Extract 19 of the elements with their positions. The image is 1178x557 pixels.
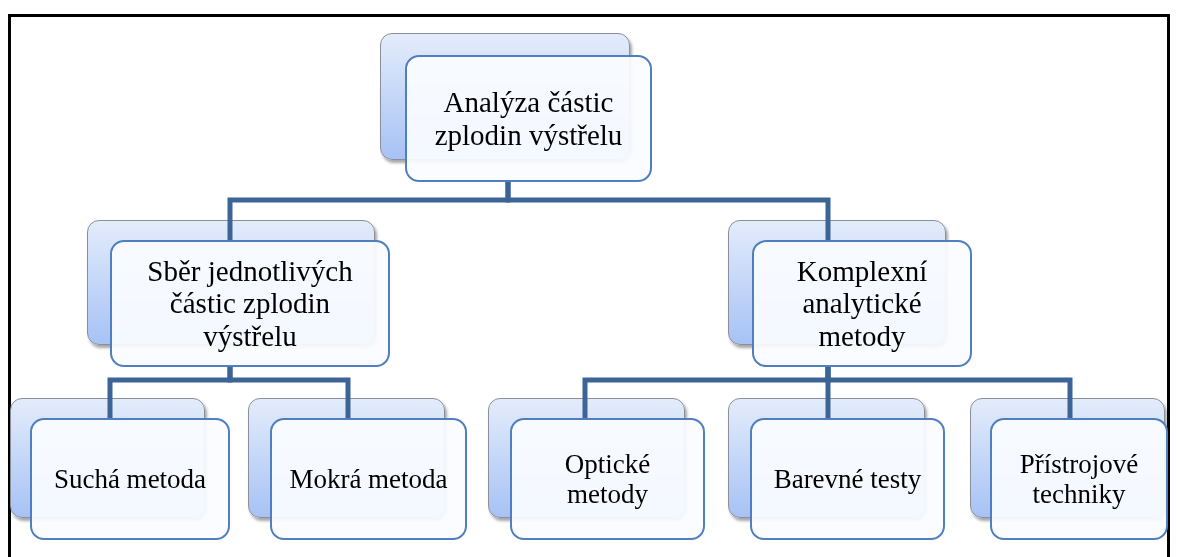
node-label: Sběr jednotlivých částic zplodin výstřelu: [146, 254, 354, 353]
node-box: [30, 418, 230, 540]
connector-line: [825, 367, 1073, 418]
node-box: [752, 240, 972, 367]
node-box: [990, 418, 1168, 540]
connector-line: [227, 367, 351, 418]
node-label: Přístrojové techniky: [1018, 448, 1140, 510]
node-box: [270, 418, 467, 540]
node-label: Komplexní analytické metody: [795, 254, 929, 353]
node-box: [110, 240, 390, 367]
node-label: Optické metody: [563, 448, 652, 510]
connector-line: [505, 182, 831, 240]
node-box: [750, 418, 945, 540]
node-label: Barevné testy: [773, 463, 922, 495]
node-label: Analýza částic zplodin výstřelu: [433, 86, 624, 151]
node-box: [405, 55, 652, 182]
node-label: Mokrá metoda: [289, 463, 448, 495]
node-box: [510, 418, 705, 540]
node-label: Suchá metoda: [53, 463, 207, 495]
